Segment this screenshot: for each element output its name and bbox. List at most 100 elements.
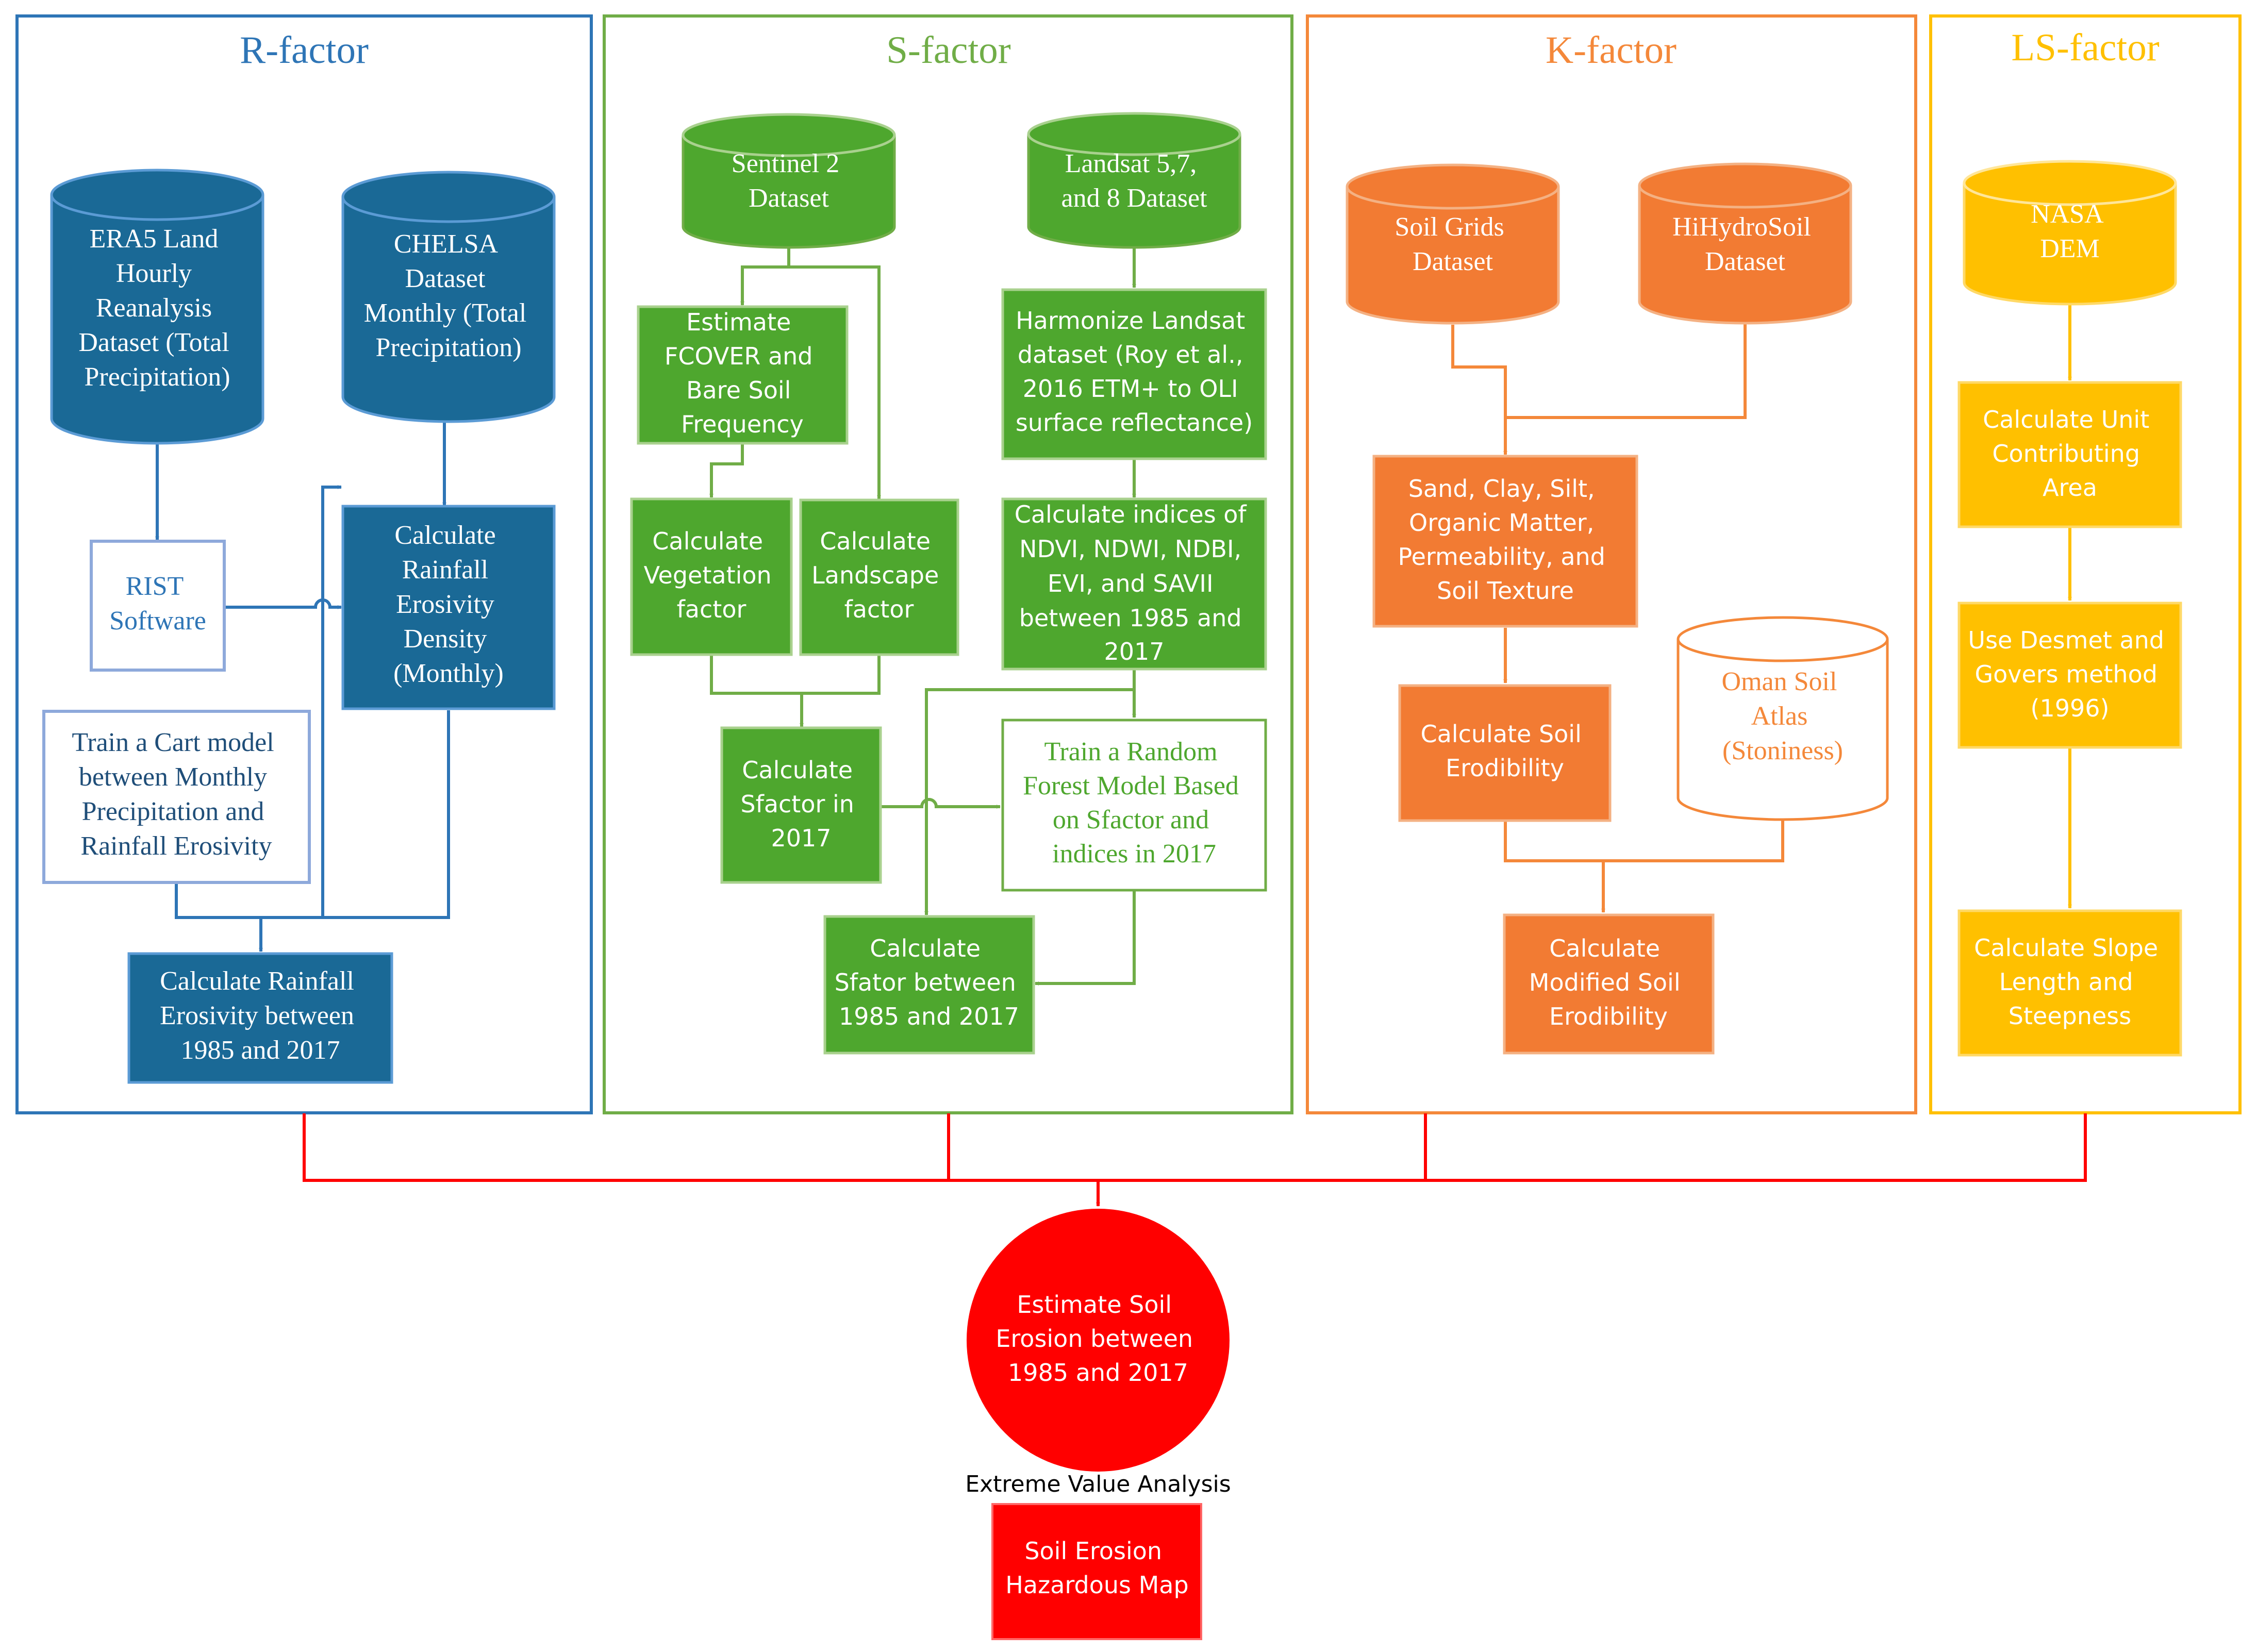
chelsa-dataset-cylinder: CHELSA Dataset Monthly (Total Precipitat… (341, 171, 556, 423)
indices-line-3: EVI, and SAVII (1048, 570, 1214, 597)
veg-line-2: Vegetation (644, 561, 772, 589)
density-line-5: (Monthly) (393, 659, 504, 688)
extreme-value-analysis-label: Extreme Value Analysis (965, 1471, 1231, 1497)
sfator-between-box: Calculate Sfator between 1985 and 2017 (823, 915, 1035, 1055)
estimate-line-1: Estimate Soil (1017, 1291, 1172, 1319)
svg-text:Calculate Soil Erodibili: Calculate Soil Erodibility (1421, 720, 1589, 782)
soilgrids-line-2: Dataset (1413, 247, 1493, 276)
density-line-3: Erosivity (396, 590, 494, 619)
density-line-2: Rainfall (402, 555, 489, 585)
chelsa-line-1: CHELSA (394, 229, 499, 259)
svg-text:Use Desmet and Govers me: Use Desmet and Govers method (1996) (1968, 626, 2171, 722)
svg-text:Train a Random Forest Mo: Train a Random Forest Model Based on Sfa… (1023, 737, 1246, 869)
sentinel-line-2: Dataset (749, 183, 829, 213)
era5-line-4: Dataset (Total (78, 328, 229, 357)
indices-line-2: NDVI, NDWI, NDBI, (1019, 535, 1241, 563)
vegetation-factor-box: Calculate Vegetation factor (630, 497, 793, 656)
desmet-govers-method-box: Use Desmet and Govers method (1996) (1957, 602, 2182, 749)
dem-line-1: NASA (2031, 199, 2104, 229)
era5-line-5: Precipitation) (84, 362, 230, 392)
map-line-2: Hazardous Map (1005, 1571, 1188, 1599)
harmonize-line-1: Harmonize Landsat (1016, 307, 1245, 335)
ls-factor-title: LS-factor (2011, 26, 2159, 69)
landsat-dataset-cylinder: Landsat 5,7, and 8 Dataset (1027, 112, 1241, 249)
slope-line-3: Steepness (2009, 1002, 2131, 1030)
forest-line-4: indices in 2017 (1052, 839, 1216, 869)
calculate-soil-erodibility-box: Calculate Soil Erodibility (1398, 684, 1612, 822)
connector-hihydro-sand (1505, 324, 1747, 419)
ls-factor-panel (1929, 14, 2242, 1114)
erosivity-line-3: 1985 and 2017 (180, 1036, 340, 1065)
s-factor-panel (603, 14, 1293, 1114)
connector-sentinel-landscape (789, 265, 881, 499)
sfactor-line-2: Sfactor in (740, 790, 854, 818)
sfactor-line-3: 2017 (771, 824, 831, 852)
connector-indices-sfator (924, 688, 1134, 915)
soil-grids-dataset-cylinder: Soil Grids Dataset (1346, 163, 1560, 325)
connector-cart-erosivity (175, 882, 263, 952)
svg-text:Harmonize Landsat datase: Harmonize Landsat dataset (Roy et al., 2… (1016, 307, 1253, 437)
fcover-line-1: Estimate (686, 308, 791, 336)
r-factor-title: R-factor (240, 29, 369, 72)
fcover-line-2: FCOVER and (665, 342, 813, 370)
slope-length-steepness-box: Calculate Slope Length and Steepness (1957, 909, 2182, 1057)
k-factor-title: K-factor (1546, 29, 1677, 72)
fcover-line-4: Frequency (681, 410, 804, 438)
harmonize-line-4: surface reflectance) (1016, 409, 1253, 437)
indices-line-5: 2017 (1104, 638, 1164, 665)
era5-line-2: Hourly (116, 259, 192, 288)
land-line-2: Landscape (811, 561, 939, 589)
chelsa-line-2: Dataset (405, 264, 486, 293)
svg-text:Calculate Modified Soil: Calculate Modified Soil Erodibility (1529, 935, 1688, 1030)
connector-panels-merge (303, 1113, 2087, 1182)
sfactor-line-1: Calculate (742, 756, 853, 784)
hihydro-line-1: HiHydroSoil (1672, 212, 1811, 242)
sfator-line-3: 1985 and 2017 (839, 1003, 1019, 1030)
calculate-indices-box: Calculate indices of NDVI, NDWI, NDBI, E… (1001, 497, 1267, 671)
dem-line-2: DEM (2040, 234, 2100, 263)
slope-line-2: Length and (1999, 968, 2133, 996)
era5-line-1: ERA5 Land (90, 224, 219, 254)
harmonize-line-3: 2016 ETM+ to OLI (1023, 375, 1238, 403)
modified-line-3: Erodibility (1549, 1003, 1668, 1030)
hihydro-line-2: Dataset (1705, 247, 1785, 276)
cart-line-1: Train a Cart model (72, 728, 274, 757)
modified-line-2: Modified Soil (1529, 969, 1681, 996)
forest-line-1: Train a Random (1044, 737, 1217, 766)
connector-forest-sfator (1035, 891, 1136, 986)
svg-text:ERA5 Land Hourly R: ERA5 Land Hourly Reanalysis Dataset (Tot… (78, 224, 236, 392)
sentinel-2-dataset-cylinder: Sentinel 2 Dataset (682, 113, 896, 249)
sentinel-line-1: Sentinel 2 (732, 149, 839, 178)
svg-text:RIST Software: RIST Software (109, 572, 206, 636)
modified-soil-erodibility-box: Calculate Modified Soil Erodibility (1503, 913, 1715, 1055)
nasa-dem-cylinder: NASA DEM (1963, 160, 2177, 306)
desmet-line-1: Use Desmet and (1968, 626, 2164, 654)
svg-text:Calculate Sfactor in: Calculate Sfactor in 2017 (740, 756, 861, 852)
veg-line-3: factor (677, 595, 746, 623)
svg-text:Calculate Rainfall: Calculate Rainfall Erosivity Density (Mo… (393, 521, 504, 688)
cart-line-4: Rainfall Erosivity (80, 831, 272, 861)
slope-line-1: Calculate Slope (1974, 934, 2158, 962)
svg-text:Calculate Landscape: Calculate Landscape factor (811, 527, 947, 623)
soil-erosion-hazardous-map-box: Soil Erosion Hazardous Map (991, 1503, 1202, 1640)
density-line-1: Calculate (394, 521, 495, 550)
sand-line-3: Permeability, and (1398, 543, 1605, 571)
oman-line-3: (Stoniness) (1722, 736, 1843, 765)
fcover-line-3: Bare Soil (686, 376, 791, 404)
svg-text:Calculate Unit Contribut: Calculate Unit Contributing Area (1983, 406, 2157, 502)
svg-text:Estimate FCOVER and: Estimate FCOVER and Bare Soil Frequency (665, 308, 820, 438)
connector-sentinel-fcover (740, 248, 790, 306)
forest-line-2: Forest Model Based (1023, 771, 1239, 800)
indices-line-1: Calculate indices of (1015, 500, 1248, 528)
svg-text:Sentinel 2 Dataset: Sentinel 2 Dataset (732, 149, 846, 213)
rist-line-1: RIST (126, 572, 184, 601)
connector-sfactor-forest (882, 798, 1001, 809)
unitarea-line-1: Calculate Unit (1983, 406, 2149, 433)
r-factor-panel (15, 14, 593, 1114)
sand-line-4: Soil Texture (1437, 577, 1574, 605)
desmet-line-3: (1996) (2031, 694, 2110, 722)
sfator-line-2: Sfator between (835, 969, 1016, 996)
svg-text:Calculate Vegetation: Calculate Vegetation factor (644, 527, 779, 623)
erosivity-line-1: Calculate Rainfall (160, 966, 354, 996)
svg-text:Estimate Soil Erosion be: Estimate Soil Erosion between 1985 and 2… (995, 1291, 1200, 1387)
